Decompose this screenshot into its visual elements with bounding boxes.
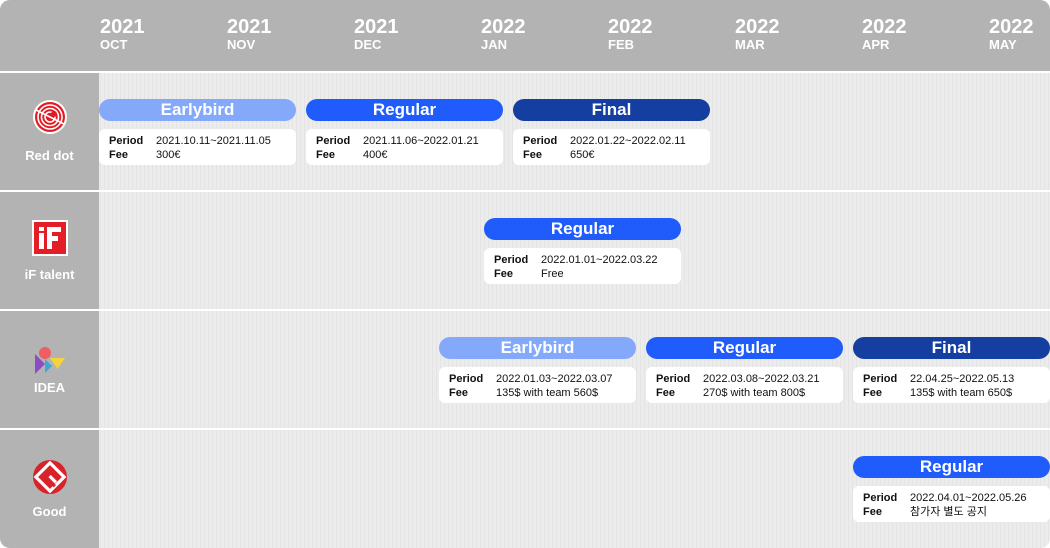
period-label: Period — [109, 135, 144, 147]
phase-pill-earlybird: Earlybird — [439, 337, 636, 359]
month-name: MAY — [989, 37, 1017, 52]
fee-label: Fee — [523, 149, 542, 161]
fee-label: Fee — [449, 387, 468, 399]
phase-pill-regular: Regular — [646, 337, 843, 359]
brand-name: Red dot — [25, 148, 74, 163]
month-name: DEC — [354, 37, 382, 52]
month-year: 2021 — [227, 16, 272, 38]
phase-pill-regular: Regular — [306, 99, 503, 121]
brand-name: iF talent — [24, 267, 75, 282]
idea-logo-icon — [35, 347, 65, 374]
month-name: JAN — [481, 37, 508, 52]
row-divider — [0, 190, 1050, 192]
row-divider — [0, 428, 1050, 430]
period-value: 22.04.25~2022.05.13 — [910, 373, 1015, 385]
phase-pill-regular: Regular — [484, 218, 681, 240]
month-year: 2022 — [989, 16, 1034, 38]
period-label: Period — [863, 373, 898, 385]
brand-name: Good — [32, 504, 67, 519]
fee-value: Free — [541, 268, 564, 280]
period-value: 2021.10.11~2021.11.05 — [156, 135, 271, 147]
period-label: Period — [449, 373, 484, 385]
period-value: 2022.01.03~2022.03.07 — [496, 373, 613, 385]
period-label: Period — [863, 492, 898, 504]
brand-cell-good-design: Good — [0, 430, 99, 548]
phase-info-card: Period 2022.04.01~2022.05.26 Fee 참가자 별도 공지 — [853, 486, 1050, 522]
fee-value: 135$ with team 560$ — [496, 387, 599, 399]
fee-value: 270$ with team 800$ — [703, 387, 806, 399]
phase-info-card: Period 2021.10.11~2021.11.05 Fee 300€ — [99, 129, 296, 165]
fee-value: 135$ with team 650$ — [910, 387, 1013, 399]
fee-label: Fee — [656, 387, 675, 399]
fee-value: 400€ — [363, 149, 388, 161]
month-name: FEB — [608, 37, 634, 52]
phase-info-card: Period 2022.01.22~2022.02.11 Fee 650€ — [513, 129, 710, 165]
period-value: 2022.01.22~2022.02.11 — [570, 135, 686, 147]
month-year: 2022 — [735, 16, 780, 38]
fee-value: 650€ — [570, 149, 595, 161]
phase-info-card: Period 2021.11.06~2022.01.21 Fee 400€ — [306, 129, 503, 165]
phase-pill-final: Final — [513, 99, 710, 121]
row-divider — [0, 309, 1050, 311]
phase-pill-final: Final — [853, 337, 1050, 359]
month-year: 2022 — [608, 16, 653, 38]
fee-label: Fee — [316, 149, 335, 161]
period-label: Period — [494, 254, 529, 266]
fee-value: 참가자 별도 공지 — [910, 506, 987, 518]
brand-cell-if-talent: iF talent — [0, 192, 99, 309]
row-divider — [0, 71, 1050, 73]
period-label: Period — [316, 135, 351, 147]
phase-pill-earlybird: Earlybird — [99, 99, 296, 121]
month-year: 2021 — [100, 16, 145, 38]
month-year: 2021 — [354, 16, 399, 38]
period-value: 2022.03.08~2022.03.21 — [703, 373, 820, 385]
brand-cell-red-dot: Red dot — [0, 73, 99, 190]
period-value: 2021.11.06~2022.01.21 — [363, 135, 479, 147]
phase-info-card: Period 2022.01.01~2022.03.22 Fee Free — [484, 248, 681, 284]
if-logo-icon — [32, 220, 68, 256]
period-value: 2022.04.01~2022.05.26 — [910, 492, 1027, 504]
month-year: 2022 — [481, 16, 526, 38]
fee-label: Fee — [494, 268, 513, 280]
fee-label: Fee — [863, 506, 882, 518]
phase-info-card: Period 2022.03.08~2022.03.21 Fee 270$ with… — [646, 367, 843, 403]
good-design-logo-icon — [33, 460, 67, 494]
phase-info-card: Period 22.04.25~2022.05.13 Fee 135$ with t… — [853, 367, 1050, 403]
period-label: Period — [523, 135, 558, 147]
month-name: APR — [862, 37, 890, 52]
month-name: OCT — [100, 37, 128, 52]
fee-value: 300€ — [156, 149, 181, 161]
period-value: 2022.01.01~2022.03.22 — [541, 254, 658, 266]
phase-info-card: Period 2022.01.03~2022.03.07 Fee 135$ with… — [439, 367, 636, 403]
brand-name: IDEA — [33, 380, 66, 395]
fee-label: Fee — [109, 149, 128, 161]
fee-label: Fee — [863, 387, 882, 399]
month-name: NOV — [227, 37, 256, 52]
period-label: Period — [656, 373, 691, 385]
red-dot-logo-icon — [33, 100, 67, 134]
phase-pill-regular: Regular — [853, 456, 1050, 478]
brand-cell-idea: IDEA — [0, 311, 99, 428]
month-year: 2022 — [862, 16, 907, 38]
month-name: MAR — [735, 37, 765, 52]
